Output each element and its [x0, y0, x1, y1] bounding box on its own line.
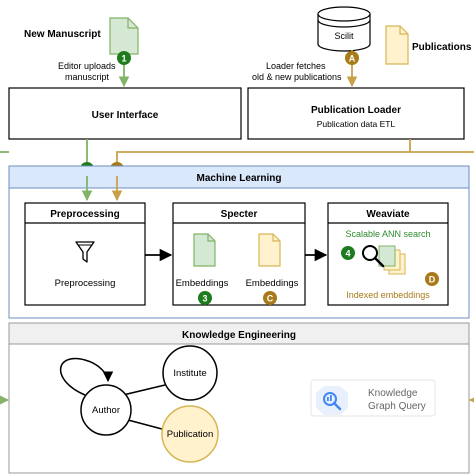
- stacked-documents-icon: [378, 245, 406, 275]
- specter-box: Specter Embeddings Embeddings 3 C: [172, 202, 306, 306]
- loader-fetches-label-2: old & new publications: [252, 72, 342, 82]
- step-badge-1: 1: [117, 51, 131, 65]
- step-badge-c: C: [263, 291, 277, 305]
- magnifier-search-icon: [362, 245, 385, 268]
- author-publication-edge: [127, 419, 163, 430]
- scalable-ann-label: Scalable ANN search: [345, 229, 430, 239]
- svg-text:4: 4: [345, 249, 350, 259]
- scilit-database-icon: [317, 6, 371, 52]
- svg-text:C: C: [267, 294, 274, 304]
- knowledge-engineering-title: Knowledge Engineering: [182, 330, 296, 341]
- embeddings-green-label: Embeddings: [176, 278, 229, 289]
- knowledge-graph-search-icon: [316, 386, 348, 415]
- scilit-label: Scilit: [334, 31, 354, 41]
- author-self-loop-edge: [59, 357, 114, 396]
- editor-uploads-label: Editor uploads: [58, 61, 116, 71]
- publication-loader-sublabel: Publication data ETL: [317, 119, 396, 129]
- kg-query-label-2: Graph Query: [368, 401, 426, 412]
- publication-loader-label: Publication Loader: [311, 105, 401, 116]
- step-badge-4: 4: [341, 246, 355, 260]
- weaviate-title: Weaviate: [366, 209, 410, 220]
- user-interface-box: User Interface: [8, 87, 242, 140]
- svg-text:D: D: [429, 275, 436, 285]
- step-badge-3: 3: [198, 291, 212, 305]
- preprocessing-box: Preprocessing Preprocessing: [24, 202, 146, 306]
- institute-node: Institute: [162, 345, 218, 401]
- weaviate-box: Weaviate Scalable ANN search 4 D Indexed…: [327, 202, 449, 306]
- specter-title: Specter: [221, 209, 258, 220]
- editor-uploads-label-2: manuscript: [65, 72, 110, 82]
- publications-label: Publications: [412, 42, 472, 53]
- svg-text:3: 3: [202, 294, 207, 304]
- user-interface-label: User Interface: [92, 110, 159, 121]
- preprocessing-title: Preprocessing: [50, 209, 119, 220]
- institute-label: Institute: [173, 368, 206, 379]
- author-node: Author: [80, 384, 132, 436]
- publication-loader-box: Publication Loader Publication data ETL: [247, 87, 465, 140]
- author-label: Author: [92, 405, 120, 416]
- new-manuscript-label: New Manuscript: [24, 29, 101, 40]
- knowledge-graph-query-badge: Knowledge Graph Query: [310, 379, 436, 417]
- loader-fetches-label: Loader fetches: [266, 61, 326, 71]
- machine-learning-title: Machine Learning: [196, 173, 281, 184]
- green-embedding-document-icon: [193, 233, 216, 267]
- yellow-embedding-document-icon: [258, 233, 281, 267]
- publication-node: Publication: [161, 405, 219, 463]
- svg-text:A: A: [349, 54, 356, 64]
- indexed-embeddings-label: Indexed embeddings: [346, 290, 430, 300]
- step-badge-a: A: [345, 51, 359, 65]
- publication-label: Publication: [167, 429, 213, 440]
- preprocessing-label: Preprocessing: [55, 278, 116, 289]
- svg-text:1: 1: [121, 54, 126, 64]
- embeddings-yellow-label: Embeddings: [246, 278, 299, 289]
- publications-document-icon: [385, 25, 409, 65]
- manuscript-document-icon: [109, 17, 139, 55]
- funnel-filter-icon: [75, 241, 95, 263]
- kg-query-label: Knowledge: [368, 388, 418, 399]
- step-badge-d: D: [425, 272, 439, 286]
- author-institute-edge: [122, 384, 166, 396]
